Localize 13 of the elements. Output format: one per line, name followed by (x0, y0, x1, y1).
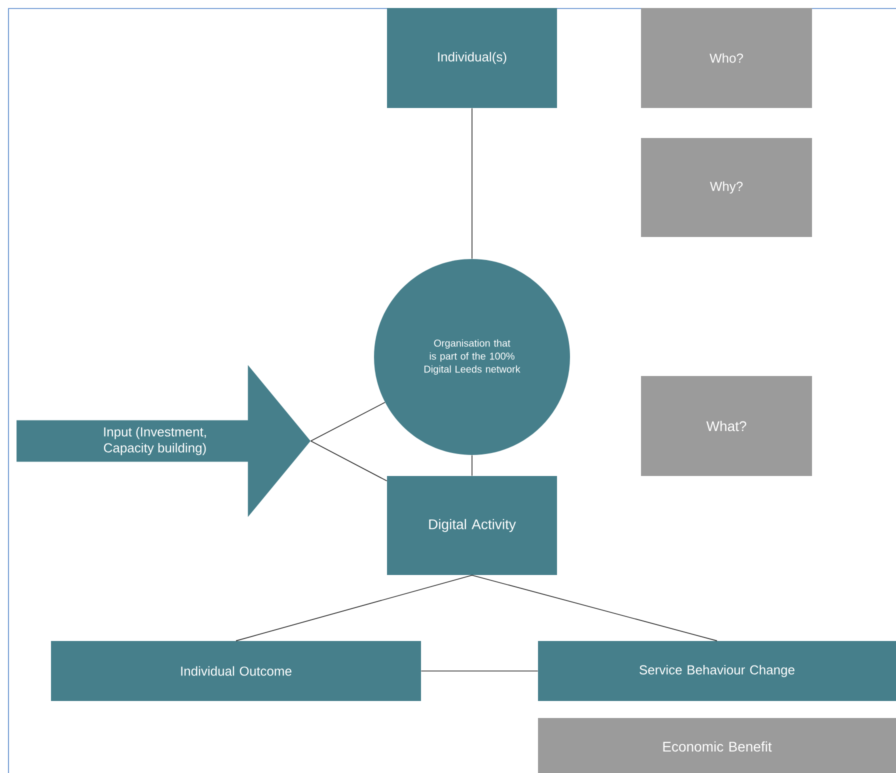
connector-line (420, 670, 538, 672)
process-box: Individual Outcome (51, 641, 421, 701)
process-box: Economic Benefit (538, 718, 896, 773)
connector-line (236, 574, 472, 642)
process-box: Individual(s) (387, 8, 557, 108)
process-box: Service Behaviour Change (538, 641, 896, 701)
process-box: Why? (641, 138, 812, 237)
process-box: What? (641, 376, 812, 476)
connector-line (310, 440, 388, 482)
process-box: Who? (641, 8, 812, 108)
connector-line (310, 402, 386, 442)
process-box: Digital Activity (387, 476, 557, 575)
connector-line (472, 574, 718, 642)
